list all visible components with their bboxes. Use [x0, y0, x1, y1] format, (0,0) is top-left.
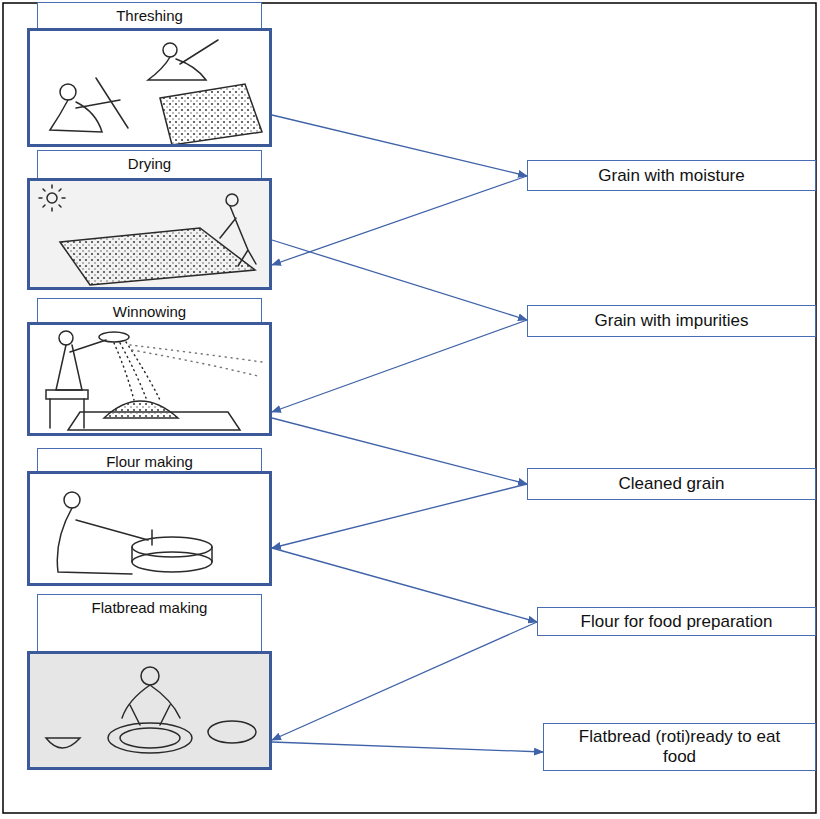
rolling-board	[108, 723, 192, 753]
flow-arrow	[272, 484, 527, 548]
grain-mat	[160, 84, 262, 145]
quern-top	[132, 537, 212, 557]
bowl	[46, 738, 80, 748]
basket	[99, 332, 129, 342]
process-step: Drying	[27, 150, 272, 290]
flow-arrow	[272, 548, 537, 622]
flatbread	[120, 728, 180, 748]
product-box: Flour for food preparation	[537, 607, 816, 636]
figure-head	[59, 331, 73, 345]
step-label-box: Threshing	[37, 2, 262, 30]
step-label: Flour making	[106, 453, 193, 470]
product-box: Cleaned grain	[527, 468, 816, 500]
flour-making-sketch	[57, 492, 212, 574]
threshing-sketch	[50, 40, 262, 145]
stool	[46, 390, 88, 399]
threshing-stick	[180, 40, 218, 64]
product-box: Flatbread (roti)ready to eat food	[543, 723, 816, 771]
product-text: Grain with impurities	[595, 311, 749, 331]
flow-arrow	[272, 418, 527, 484]
figure-body	[57, 508, 132, 574]
drying-sketch	[30, 181, 269, 287]
figure-head	[163, 43, 177, 57]
falling-grain	[114, 342, 160, 400]
winnowing-sketch	[46, 331, 262, 430]
griddle	[208, 721, 256, 743]
flow-arrow	[272, 240, 527, 320]
chaff	[130, 345, 262, 376]
figure-body	[56, 345, 82, 390]
step-label-box: Drying	[37, 150, 262, 180]
stool-legs	[50, 399, 84, 428]
flow-arrow	[272, 622, 537, 740]
picture-frame	[27, 651, 272, 770]
figure-head	[141, 667, 159, 685]
product-box: Grain with moisture	[527, 160, 816, 191]
figure-arm	[76, 520, 148, 540]
step-label-box: Winnowing	[37, 298, 262, 324]
figure-body	[220, 206, 256, 266]
product-text: Flatbread (roti)ready to eat food	[575, 727, 785, 766]
figure-body	[148, 57, 206, 80]
picture-frame	[27, 471, 272, 586]
flatbread-sketch	[30, 654, 269, 767]
figure-arm	[76, 78, 128, 128]
figure-head	[226, 194, 238, 206]
process-step: Flatbread making	[27, 594, 272, 770]
picture-frame	[27, 28, 272, 147]
flow-arrow	[272, 742, 543, 752]
step-label: Winnowing	[113, 303, 186, 320]
figure-body	[122, 685, 180, 725]
picture-ground	[30, 181, 269, 287]
picture-frame	[27, 178, 272, 290]
flow-arrow	[272, 115, 527, 176]
step-label: Threshing	[116, 7, 183, 24]
quern-base	[132, 552, 212, 572]
text-wrap: Grain with moisture	[598, 166, 744, 186]
sun	[47, 193, 57, 203]
text-wrap: Cleaned grain	[619, 474, 725, 494]
sun-rays	[39, 185, 65, 211]
quern-sides	[132, 530, 212, 562]
grain-mat	[60, 228, 255, 285]
figure-head	[64, 492, 80, 508]
flow-arrow	[272, 320, 527, 412]
text-wrap: Flatbread (roti)ready to eat food	[575, 727, 785, 766]
process-step: Winnowing	[27, 298, 272, 436]
product-box: Grain with impurities	[527, 305, 816, 337]
product-text: Grain with moisture	[598, 166, 744, 186]
grain-pile	[104, 401, 178, 418]
outer-frame	[3, 3, 816, 813]
step-label-box: Flatbread making	[37, 594, 262, 653]
product-text: Cleaned grain	[619, 474, 725, 494]
step-label: Flatbread making	[92, 599, 208, 616]
figure-arm	[70, 340, 106, 352]
picture-frame	[27, 322, 272, 436]
step-label-box: Flour making	[37, 448, 262, 473]
figure-head	[60, 84, 76, 100]
text-wrap: Grain with impurities	[595, 311, 749, 331]
process-step: Flour making	[27, 448, 272, 586]
text-wrap: Flour for food preparation	[581, 612, 773, 632]
process-step: Threshing	[27, 2, 272, 147]
product-text: Flour for food preparation	[581, 612, 773, 632]
picture-ground	[30, 654, 269, 767]
step-label: Drying	[128, 155, 171, 172]
